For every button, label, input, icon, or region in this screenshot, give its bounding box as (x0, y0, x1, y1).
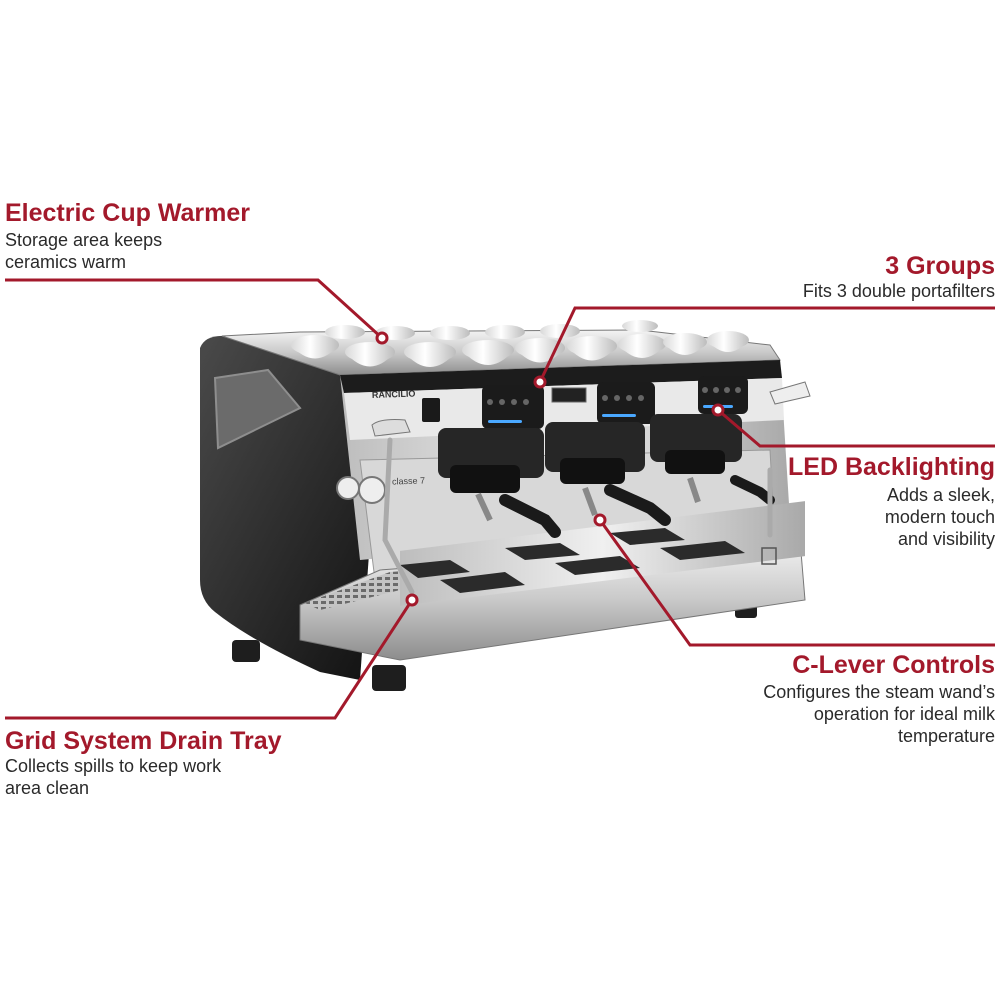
callout-line: and visibility (897, 529, 995, 549)
steam-wand (382, 437, 415, 595)
cup-row (291, 320, 749, 367)
pressure-gauge (358, 476, 386, 504)
dark-top-band (340, 360, 782, 393)
callout-line: Collects spills to keep work (5, 756, 222, 776)
c-lever[interactable] (371, 419, 411, 437)
callout-line: operation for ideal milk (813, 704, 995, 724)
callout-title-cup-warmer: Electric Cup Warmer (5, 199, 250, 227)
group-head-2 (545, 382, 671, 526)
model-label: classe 7 (391, 475, 426, 487)
group-head-3 (650, 376, 775, 505)
cup-pad (610, 528, 685, 545)
callout-line: Configures the steam wand’s (763, 682, 995, 702)
callout-title-c-lever: C-Lever Controls (792, 651, 995, 679)
leader-dot-led (711, 403, 725, 417)
callout-title-drain-tray: Grid System Drain Tray (5, 727, 282, 755)
callout-line: modern touch (884, 507, 995, 527)
leader-c-lever (598, 519, 995, 647)
callout-desc-groups: Fits 3 double portafilters (803, 280, 995, 302)
leader-dot-groups (533, 375, 547, 389)
cup-pad (400, 560, 470, 578)
machine-foot (232, 640, 260, 662)
led-light (602, 414, 636, 417)
leader-groups (538, 306, 995, 383)
portafilter-handle (499, 494, 561, 538)
cup-pad (555, 556, 640, 575)
callout-desc-drain-tray: Collects spills to keep work area clean (5, 755, 221, 799)
brand-logo: RANCILIO (372, 388, 416, 400)
portafilter-handle (730, 475, 775, 505)
leader-dot-drain-tray (405, 593, 419, 607)
machine-foot (372, 665, 406, 691)
leader-drain-tray (5, 599, 414, 720)
callout-line: ceramics warm (5, 252, 127, 272)
power-switch[interactable] (422, 398, 440, 422)
callout-line: Storage area keeps (5, 230, 163, 250)
leader-led (717, 408, 995, 448)
led-light (488, 420, 522, 423)
cup-pad (660, 541, 745, 560)
callout-line: temperature (897, 726, 995, 746)
group-head-1 (438, 385, 561, 538)
callout-desc-led: Adds a sleek, modern touch and visibilit… (885, 484, 995, 550)
callout-line: Fits 3 double portafilters (802, 281, 995, 301)
callout-leaders (5, 278, 995, 720)
callout-line: Adds a sleek, (886, 485, 995, 505)
cup-pad (505, 543, 580, 560)
steam-knob[interactable] (769, 381, 811, 405)
leader-dot-cup-warmer (375, 331, 389, 345)
tray-badge (761, 547, 777, 565)
portafilter-handle (604, 484, 671, 526)
cup-pad (440, 572, 525, 593)
callout-title-groups: 3 Groups (885, 252, 995, 280)
leader-cup-warmer (5, 278, 384, 340)
pressure-gauge (336, 476, 360, 500)
callout-title-led: LED Backlighting (788, 453, 995, 481)
callout-line: area clean (5, 778, 90, 798)
callout-desc-c-lever: Configures the steam wand’s operation fo… (763, 681, 995, 747)
leader-dot-c-lever (593, 513, 607, 527)
display-screen (551, 387, 587, 403)
side-vent (213, 368, 302, 450)
callout-desc-cup-warmer: Storage area keeps ceramics warm (5, 229, 162, 273)
